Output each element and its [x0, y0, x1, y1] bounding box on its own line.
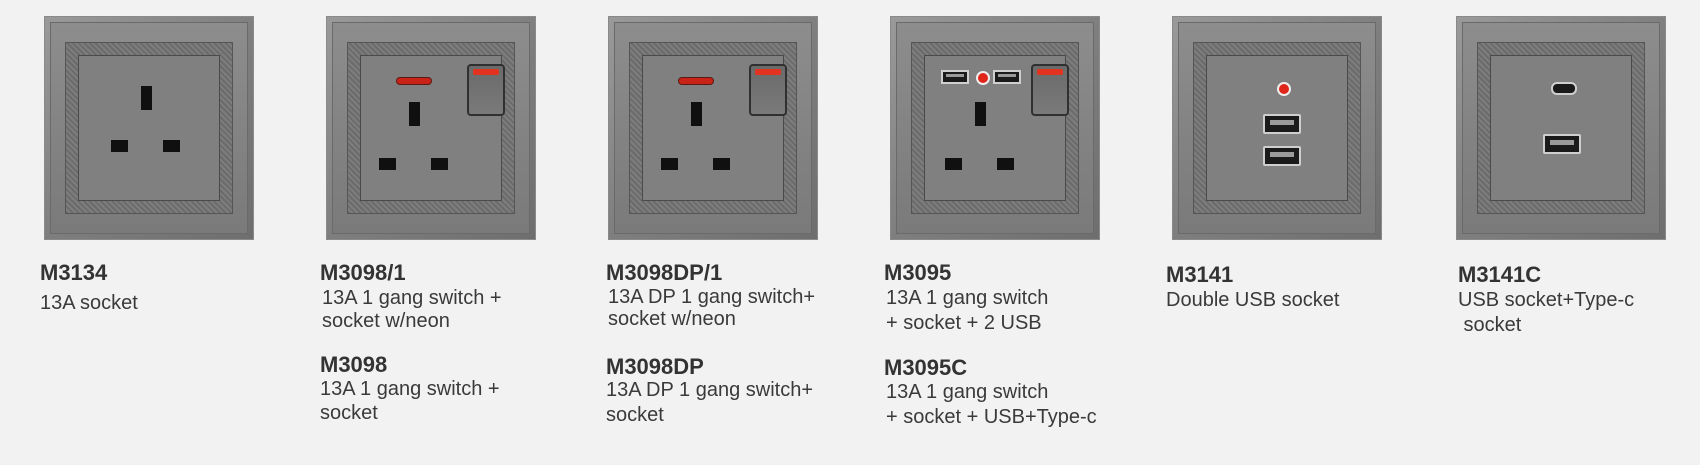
usb-port-icon — [993, 70, 1021, 84]
usb-port-icon — [1263, 146, 1301, 166]
product-m3141: M3141 Double USB socket — [1166, 0, 1426, 465]
double-usb-plate-image — [1172, 16, 1382, 240]
live-pin-hole — [111, 140, 128, 152]
socket-plate-image — [44, 16, 254, 240]
product-code: M3141C — [1458, 262, 1542, 287]
neon-indicator — [679, 78, 713, 84]
product-code: M3098DP — [606, 354, 704, 379]
product-description-line1: 13A DP 1 gang switch+ — [606, 379, 813, 401]
usb-typec-plate-image — [1456, 16, 1666, 240]
product-code: M3098/1 — [320, 260, 406, 285]
rocker-switch-icon — [1031, 64, 1069, 116]
product-description-line1: 13A 1 gang switch + — [320, 378, 500, 400]
usb-port-icon — [941, 70, 969, 84]
usb-port-icon — [1263, 114, 1301, 134]
rocker-switch-icon — [749, 64, 787, 116]
switch-socket-usb-plate-image — [890, 16, 1100, 240]
product-code: M3095C — [884, 355, 968, 380]
indicator-light — [1277, 82, 1291, 96]
product-description-line2: socket — [320, 402, 378, 424]
switch-socket-plate-image — [326, 16, 536, 240]
product-m3141c: M3141C USB socket+Type-c socket — [1456, 0, 1700, 465]
product-description-line1: 13A 1 gang switch — [886, 381, 1049, 403]
dp-switch-socket-plate-image — [608, 16, 818, 240]
product-code: M3098 — [320, 352, 388, 377]
product-description-line1: USB socket+Type-c — [1458, 289, 1635, 311]
product-code: M3095 — [884, 260, 952, 285]
neon-indicator — [397, 78, 431, 84]
product-code: M3098DP/1 — [606, 260, 723, 285]
indicator-light — [976, 71, 990, 85]
product-description-line1: 13A 1 gang switch + — [322, 287, 502, 309]
rocker-switch-icon — [467, 64, 505, 116]
product-description-line1: 13A DP 1 gang switch+ — [608, 286, 815, 308]
product-m3098-1: M3098/1 13A 1 gang switch + socket w/neo… — [320, 0, 580, 465]
product-description: Double USB socket — [1166, 289, 1340, 311]
product-description-line2: + socket + 2 USB — [886, 312, 1042, 334]
product-description-line2: socket — [1458, 314, 1522, 336]
product-description-line1: 13A 1 gang switch — [886, 287, 1049, 309]
usb-port-icon — [1543, 134, 1581, 154]
product-description-line2: socket w/neon — [322, 310, 450, 332]
type-c-port-icon — [1551, 82, 1577, 95]
product-description: 13A socket — [40, 292, 138, 314]
product-m3095: M3095 13A 1 gang switch + socket + 2 USB… — [884, 0, 1144, 465]
neutral-pin-hole — [163, 140, 180, 152]
product-m3098dp-1: M3098DP/1 13A DP 1 gang switch+ socket w… — [606, 0, 866, 465]
product-description-line2: + socket + USB+Type-c — [886, 406, 1097, 428]
earth-pin-hole — [141, 86, 152, 110]
product-code: M3141 — [1166, 262, 1234, 287]
product-description-line2: socket — [606, 404, 664, 426]
product-description-line2: socket w/neon — [608, 308, 736, 330]
product-code: M3134 — [40, 260, 108, 285]
product-m3134: M3134 13A socket — [40, 0, 300, 465]
